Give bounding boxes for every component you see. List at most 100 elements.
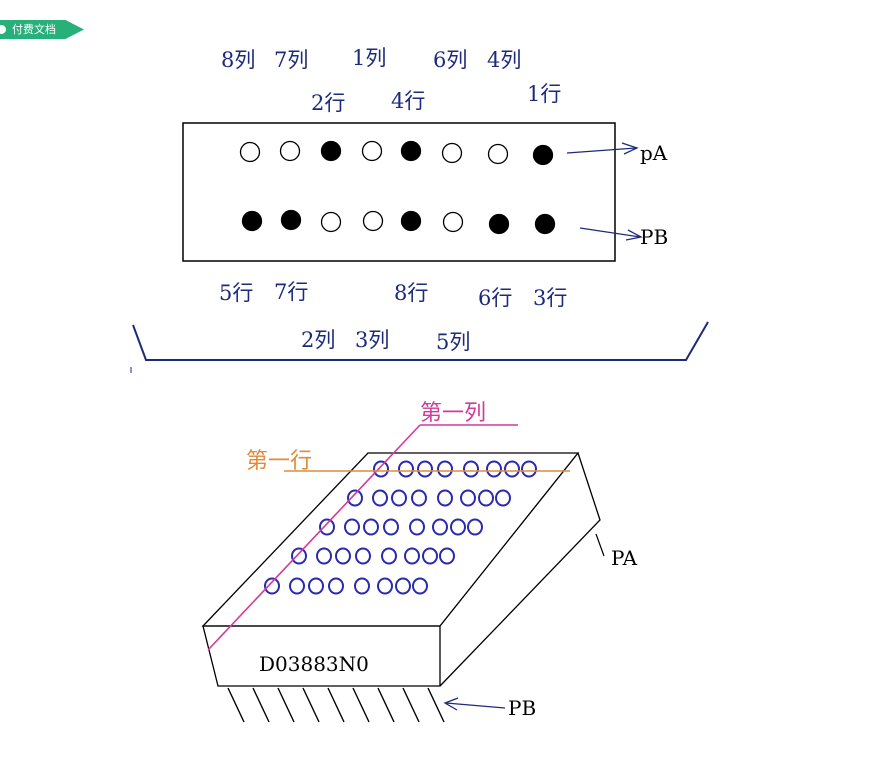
led-r1-c8: [521, 460, 537, 478]
module-pin-8: [402, 687, 420, 723]
column-bracket: [132, 321, 709, 361]
led-r2-c5: [437, 489, 453, 507]
led-r3-c5: [409, 518, 425, 536]
led-r5-c6: [377, 577, 393, 595]
led-r4-c4: [355, 547, 371, 565]
led-r1-c1: [373, 460, 389, 478]
module-pin-5: [327, 687, 345, 723]
module-pin-9: [427, 687, 445, 723]
module-top-edge: [439, 452, 579, 627]
col-label-2: 2列: [301, 328, 336, 352]
led-r2-c3: [391, 489, 407, 507]
row-label-5: 5行: [219, 281, 254, 305]
pb-pin-row: [241, 209, 556, 235]
pa-pin-7: [487, 143, 509, 165]
col-label-5: 5列: [436, 330, 471, 354]
col-label-6: 6列: [433, 48, 468, 72]
pa-pin-3: [320, 140, 342, 162]
pb-pin-6: [442, 211, 464, 233]
led-r2-c4: [411, 489, 427, 507]
pb-pin-1: [241, 210, 263, 232]
module-pins: [227, 687, 445, 723]
pb-pin-2: [280, 209, 302, 231]
module-top-face: [201, 452, 580, 627]
pa-pin-label: pA: [640, 141, 668, 165]
led-r3-c4: [383, 518, 399, 536]
led-r4-c6: [404, 547, 420, 565]
led-r3-c8: [467, 518, 483, 536]
col-label-4: 4列: [487, 48, 522, 72]
pa-arrow-icon: [621, 142, 639, 155]
led-r1-c7: [504, 460, 520, 478]
led-r1-c3: [417, 460, 433, 478]
led-r4-c3: [335, 547, 351, 565]
col-label-8: 8列: [221, 48, 256, 72]
led-r5-c5: [354, 577, 370, 595]
pa-pin-row: [239, 140, 554, 166]
pb-pin-5: [400, 210, 422, 232]
module-pin-2: [252, 687, 270, 723]
pa-pin-2: [279, 140, 301, 162]
led-r1-c4: [437, 460, 453, 478]
led-r4-c8: [439, 547, 455, 565]
pb-arrow-icon-bottom: [443, 697, 459, 711]
pb-pin-8: [534, 213, 556, 235]
led-r1-c5: [463, 460, 479, 478]
led-r2-c7: [478, 489, 494, 507]
col-label-1: 1列: [352, 46, 387, 70]
row-label-8: 8行: [394, 281, 429, 305]
pb-pin-label: PB: [640, 225, 669, 249]
part-number: D03883N0: [259, 652, 369, 676]
led-r1-c6: [486, 460, 502, 478]
led-r5-c1: [264, 577, 280, 595]
led-r3-c7: [450, 518, 466, 536]
pb-pin-4: [362, 210, 384, 232]
led-r1-c2: [398, 460, 414, 478]
pa-pin-5: [400, 140, 422, 162]
led-r2-c6: [460, 489, 476, 507]
badge-dot-icon: [0, 25, 6, 34]
pa-label: PA: [611, 546, 638, 570]
pb-arrow-line: [579, 227, 641, 238]
row-label-4: 4行: [391, 89, 426, 113]
led-r5-c3: [308, 577, 324, 595]
row-label-7: 7行: [274, 280, 309, 304]
col-label-3: 3列: [355, 328, 390, 352]
pb-arrow-icon: [625, 229, 643, 241]
pb-pin-3: [320, 211, 342, 233]
led-r5-c2: [289, 577, 305, 595]
badge-text: 付费文档: [12, 23, 56, 36]
pin-header-box: [182, 122, 616, 262]
led-r4-c7: [422, 547, 438, 565]
pa-arrow-line: [566, 147, 637, 154]
row-label-1: 1行: [527, 82, 562, 106]
led-grid: [264, 460, 537, 595]
led-r3-c1: [319, 518, 335, 536]
pa-lead-line: [595, 533, 605, 557]
led-r4-c1: [291, 547, 307, 565]
module-pin-7: [377, 687, 395, 723]
row-label-3: 3行: [533, 286, 568, 310]
row-label-2: 2行: [311, 91, 346, 115]
pa-pin-8: [532, 144, 554, 166]
paid-document-badge: 付费文档: [0, 20, 84, 39]
pb-arrow-line-bottom: [445, 702, 506, 709]
led-r2-c8: [495, 489, 511, 507]
led-r5-c8: [412, 577, 428, 595]
module-pin-3: [277, 687, 295, 723]
module-side-face: [439, 452, 601, 687]
col-label-7: 7列: [274, 48, 309, 72]
led-r5-c4: [328, 577, 344, 595]
first-column-label: 第一列: [420, 401, 487, 426]
pa-pin-1: [239, 141, 261, 163]
first-row-label: 第一行: [246, 449, 313, 474]
module-pin-4: [302, 687, 320, 723]
led-r3-c2: [344, 518, 360, 536]
led-r4-c5: [381, 547, 397, 565]
led-r2-c1: [347, 489, 363, 507]
module-pin-6: [352, 687, 370, 723]
led-r4-c2: [316, 547, 332, 565]
pa-pin-4: [361, 140, 383, 162]
